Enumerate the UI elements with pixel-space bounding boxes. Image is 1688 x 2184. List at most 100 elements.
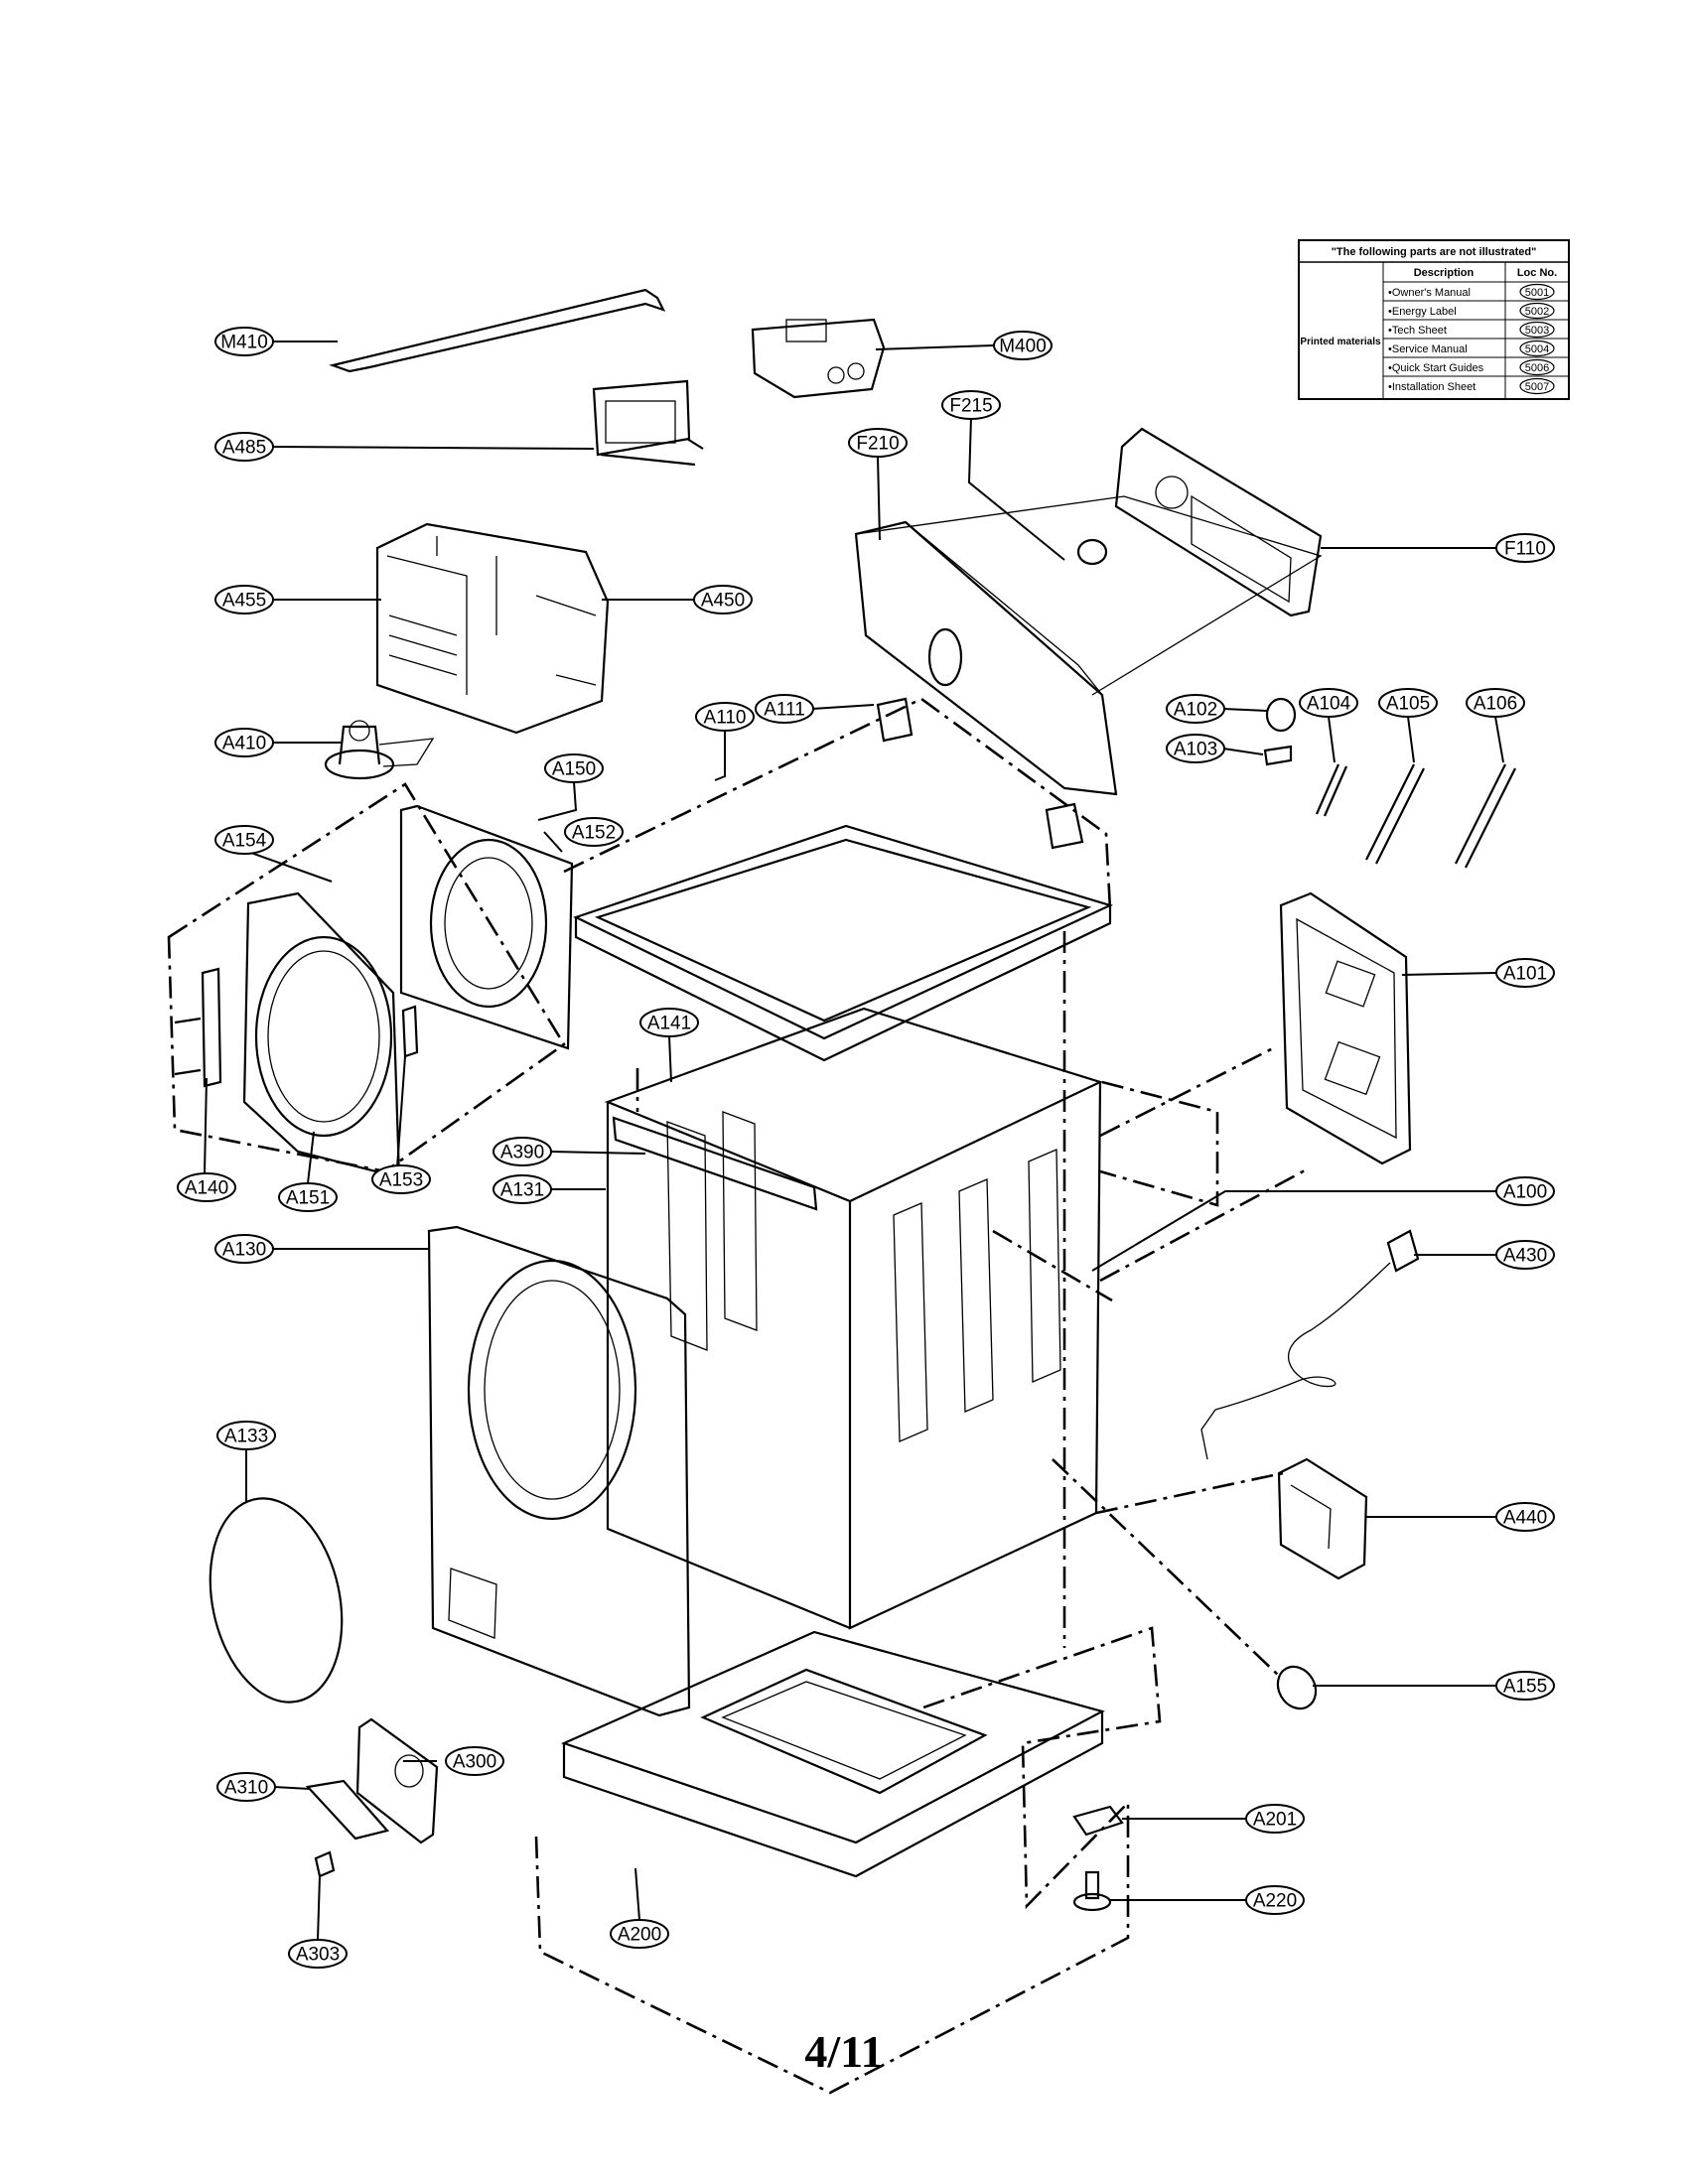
- svg-text:F110: F110: [1504, 539, 1546, 560]
- callout-a130: A130: [214, 1234, 274, 1264]
- svg-text:F210: F210: [856, 434, 899, 455]
- not-illustrated-parts-table: "The following parts are not illustrated…: [1298, 239, 1570, 400]
- page-number: 4/11: [804, 2026, 884, 2077]
- svg-text:A130: A130: [222, 1240, 266, 1261]
- loc-oval: [1519, 283, 1555, 301]
- table-row-desc: •Quick Start Guides: [1388, 362, 1484, 374]
- latch-a153-drawing: [401, 1005, 419, 1058]
- table-row-desc: •Installation Sheet: [1388, 381, 1476, 393]
- callout-a153: A153: [371, 1164, 431, 1194]
- callout-a104: A104: [1299, 688, 1358, 718]
- svg-text:A440: A440: [1503, 1508, 1547, 1529]
- table-row-desc: •Energy Label: [1388, 306, 1457, 318]
- svg-text:A104: A104: [1307, 694, 1351, 715]
- svg-text:A103: A103: [1174, 740, 1217, 760]
- table-row: •Service Manual 5004: [1388, 340, 1555, 357]
- table-row-loc: 5004: [1525, 343, 1549, 355]
- display-a485-drawing: [592, 379, 704, 467]
- dash-line: [1099, 1167, 1308, 1283]
- part-drawings: [174, 288, 1516, 1912]
- callout-m410: M410: [214, 327, 274, 356]
- svg-text:A141: A141: [647, 1014, 691, 1034]
- callout-a200: A200: [610, 1919, 669, 1949]
- svg-text:A310: A310: [224, 1778, 268, 1799]
- bracket-a201-drawing: [1072, 1805, 1124, 1837]
- top-cover-a110-drawing: [573, 824, 1114, 1062]
- group-outline-a110: [563, 697, 1112, 910]
- table-row: •Energy Label 5002: [1388, 302, 1555, 320]
- callout-a440: A440: [1495, 1502, 1555, 1532]
- front-panel-a130-drawing: [427, 1225, 691, 1717]
- loc-oval: [1519, 302, 1555, 320]
- pcb-f110-drawing: [1114, 427, 1323, 617]
- svg-text:A150: A150: [552, 759, 596, 780]
- svg-text:A154: A154: [222, 831, 267, 852]
- pressure-sensor-a410-drawing: [324, 720, 435, 780]
- callout-m400: M400: [993, 331, 1053, 360]
- noise-filter-a440-drawing: [1277, 1457, 1368, 1580]
- svg-text:A101: A101: [1503, 964, 1547, 985]
- part-a106-drawing: [1455, 763, 1516, 869]
- svg-text:A133: A133: [224, 1427, 268, 1447]
- table-row-desc: •Owner's Manual: [1388, 287, 1471, 299]
- part-a104-drawing: [1315, 763, 1348, 817]
- callout-a102: A102: [1166, 694, 1225, 724]
- callout-f210: F210: [848, 428, 908, 458]
- knob-f215-drawing: [1076, 538, 1108, 566]
- grouping-outlines: [167, 697, 1308, 2095]
- table-group-label: Printed materials: [1300, 337, 1381, 347]
- callout-a201: A201: [1245, 1804, 1305, 1834]
- svg-text:A152: A152: [572, 823, 616, 844]
- hinge-a140-drawing: [174, 967, 222, 1088]
- callout-a485: A485: [214, 432, 274, 462]
- callout-a450: A450: [693, 585, 753, 614]
- part-a103-drawing: [1263, 745, 1293, 766]
- callout-a154: A154: [214, 825, 274, 855]
- svg-text:A131: A131: [500, 1180, 544, 1201]
- dash-line: [1099, 1080, 1219, 1207]
- callout-a455: A455: [214, 585, 274, 614]
- callout-a151: A151: [278, 1182, 338, 1212]
- svg-text:A153: A153: [379, 1170, 423, 1191]
- group-outline-door: [167, 782, 566, 1173]
- svg-text:A303: A303: [296, 1945, 340, 1966]
- table-row: •Owner's Manual 5001: [1388, 283, 1555, 301]
- callout-a150: A150: [544, 753, 604, 783]
- callout-labels: M410 M400 A485 F215 F210 F110 A455 A450 …: [177, 327, 1555, 1969]
- svg-text:A105: A105: [1386, 694, 1430, 715]
- callout-a106: A106: [1466, 688, 1525, 718]
- callout-a152: A152: [564, 817, 624, 847]
- loc-oval: [1519, 321, 1555, 339]
- part-a105-drawing: [1365, 763, 1425, 865]
- svg-text:M400: M400: [999, 337, 1047, 357]
- filter-cover-a300-drawing: [305, 1717, 439, 1844]
- table-row: •Tech Sheet 5003: [1388, 321, 1555, 339]
- callout-a140: A140: [177, 1172, 236, 1202]
- callout-a390: A390: [492, 1137, 552, 1166]
- svg-text:A455: A455: [222, 591, 266, 612]
- table-row: •Installation Sheet 5007: [1388, 377, 1555, 395]
- loc-oval: [1519, 340, 1555, 357]
- svg-text:A485: A485: [222, 438, 266, 459]
- svg-text:A410: A410: [222, 734, 266, 754]
- valve-m400-drawing: [751, 318, 886, 399]
- callout-a101: A101: [1495, 958, 1555, 988]
- dash-line: [1095, 1471, 1284, 1515]
- table-row-loc: 5006: [1525, 362, 1549, 374]
- callout-a100: A100: [1495, 1176, 1555, 1206]
- hinge-a111-drawing: [876, 697, 914, 743]
- callout-a141: A141: [639, 1008, 699, 1037]
- callout-a103: A103: [1166, 734, 1225, 763]
- base-a200-drawing: [560, 1630, 1105, 1878]
- svg-text:A390: A390: [500, 1143, 544, 1163]
- table-header-loc: Loc No.: [1517, 267, 1557, 279]
- screw-a303-drawing: [314, 1850, 336, 1878]
- leader-lines: [204, 341, 1504, 1941]
- svg-text:A200: A200: [618, 1925, 661, 1946]
- callout-a410: A410: [214, 728, 274, 757]
- bracket-m410-drawing: [329, 288, 666, 373]
- back-panel-a101-drawing: [1279, 891, 1412, 1165]
- svg-text:A155: A155: [1503, 1677, 1547, 1698]
- table-row-loc: 5002: [1525, 306, 1549, 318]
- callout-a220: A220: [1245, 1885, 1305, 1915]
